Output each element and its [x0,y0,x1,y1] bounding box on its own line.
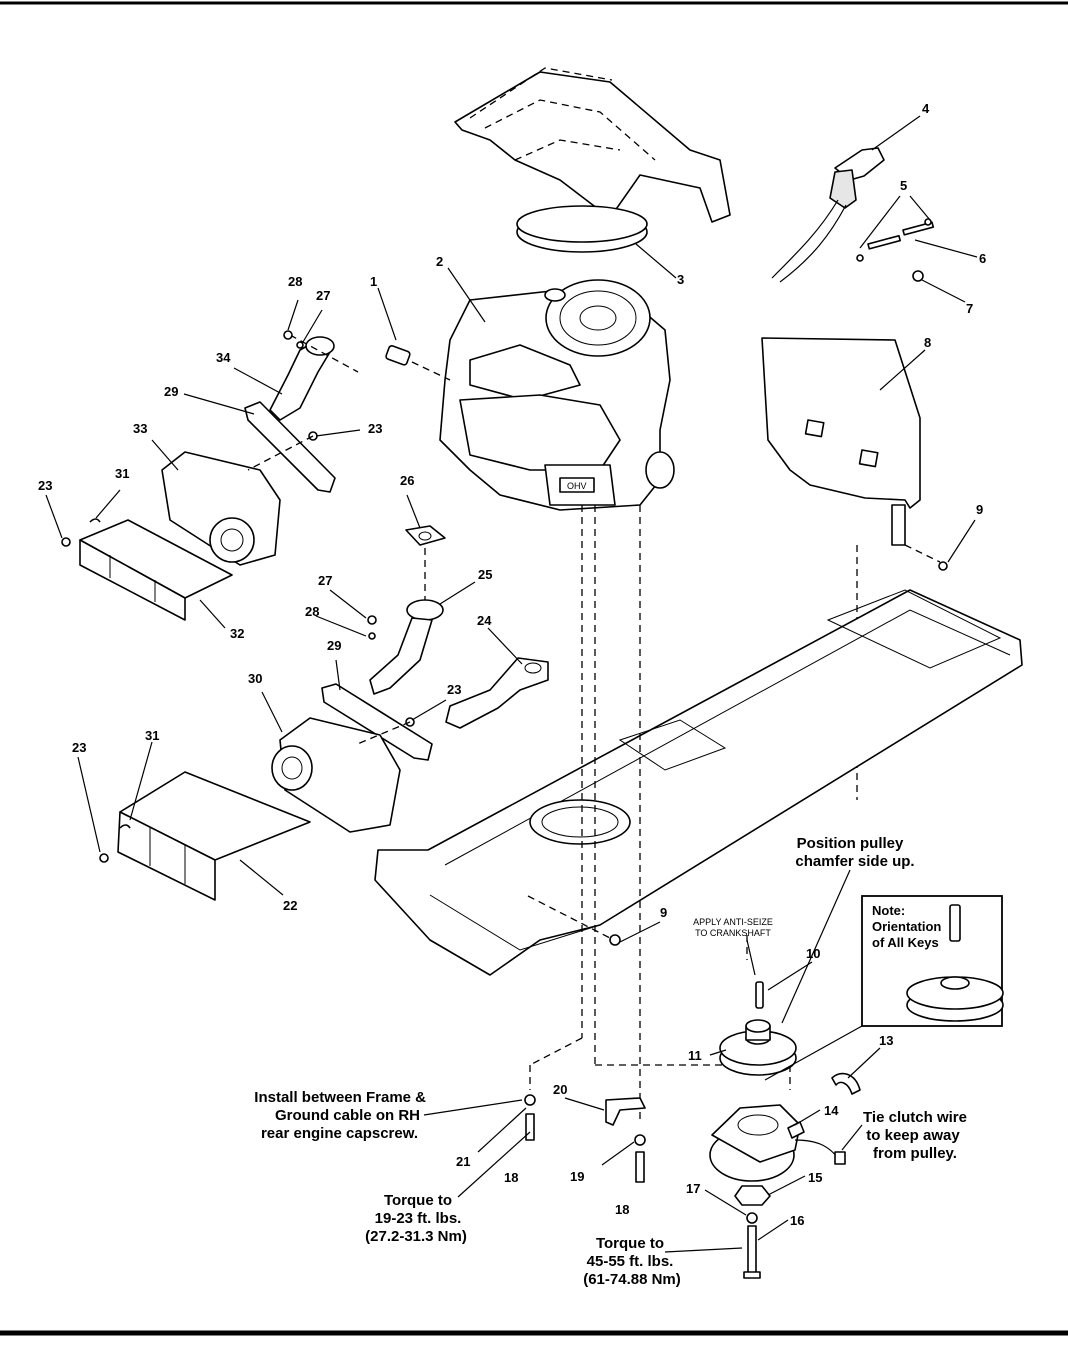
engine-badge: OHV [567,481,587,491]
clutch-note-line2: to keep away [866,1127,960,1144]
callout-numbers: 1 2 3 4 5 6 7 8 9 9 10 11 13 14 15 16 17… [38,101,986,1228]
engine-bolts [524,1094,646,1183]
engine-fitting [385,345,451,381]
torque-note-1: Torque to 19-23 ft. lbs. (27.2-31.3 Nm) [365,1192,467,1245]
callout-22: 22 [283,898,297,913]
callout-27-a: 27 [316,288,330,303]
lower-muffler [271,717,401,833]
install-note-line2: Ground cable on RH [275,1107,420,1124]
torque2-line2: 45-55 ft. lbs. [587,1253,674,1270]
clutch-note-line3: from pulley. [873,1145,957,1162]
callout-3: 3 [677,272,684,287]
callout-5: 5 [900,178,907,193]
install-note-line1: Install between Frame & [254,1089,426,1106]
antiseize-note: APPLY ANTI-SEIZE TO CRANKSHAFT [693,917,773,938]
torque1-line3: (27.2-31.3 Nm) [365,1228,467,1245]
torque-note-2: Torque to 45-55 ft. lbs. (61-74.88 Nm) [583,1235,681,1288]
callout-20: 20 [553,1082,567,1097]
torque2-line1: Torque to [596,1235,664,1252]
callout-6: 6 [979,251,986,266]
callout-18-right: 18 [615,1202,629,1217]
lower-exhaust-pipe-right [445,657,549,729]
torque1-line1: Torque to [384,1192,452,1209]
wire-clip [831,1072,861,1095]
callout-33: 33 [133,421,147,436]
engine-pulley [719,1019,797,1076]
air-screen-ring [516,205,648,253]
callout-25: 25 [478,567,492,582]
callout-24: 24 [477,613,492,628]
upper-bracket [244,401,336,493]
pulley-note-line2: chamfer side up. [795,853,914,870]
callout-27-b: 27 [318,573,332,588]
torque1-line2: 19-23 ft. lbs. [375,1210,462,1227]
callout-23-a: 23 [368,421,382,436]
callout-34: 34 [216,350,231,365]
callout-30: 30 [248,671,262,686]
antiseize-line1: APPLY ANTI-SEIZE [693,917,773,927]
callout-14: 14 [824,1103,839,1118]
callout-26: 26 [400,473,414,488]
callout-31-a: 31 [115,466,129,481]
callout-7: 7 [966,301,973,316]
pulley-note-line1: Position pulley [797,835,904,852]
key-orientation-box [764,895,1004,1081]
install-note-line3: rear engine capscrew. [261,1125,418,1142]
pulley-note: Position pulley chamfer side up. [795,835,914,870]
callout-13: 13 [879,1033,893,1048]
throttle-pins [856,218,935,282]
key-note-line3: of All Keys [872,935,939,950]
callout-23-c: 23 [447,682,461,697]
callout-9-upper: 9 [976,502,983,517]
lower-exhaust-pipe-left [369,599,444,695]
callout-9-lower: 9 [660,905,667,920]
upper-heat-shield [79,519,233,621]
install-note: Install between Frame & Ground cable on … [254,1089,426,1142]
crankshaft-key [755,981,764,1009]
upper-muffler [161,451,281,566]
engine: OHV [439,279,675,511]
pto-clutch [709,1104,846,1182]
throttle-control [771,147,885,283]
antiseize-line2: TO CRANKSHAFT [695,928,771,938]
clutch-hardware [734,1185,771,1279]
clutch-note-line1: Tie clutch wire [863,1109,967,1126]
gasket [405,525,446,600]
leader-lines [45,115,978,1253]
callout-28-a: 28 [288,274,302,289]
torque2-line3: (61-74.88 Nm) [583,1271,681,1288]
lower-fasteners [99,615,415,863]
callout-4: 4 [922,101,930,116]
key-note-line1: Note: [872,903,905,918]
callout-17: 17 [686,1181,700,1196]
callout-18-left: 18 [504,1170,518,1185]
callout-28-b: 28 [305,604,319,619]
callout-1: 1 [370,274,377,289]
callout-21: 21 [456,1154,470,1169]
clutch-note: Tie clutch wire to keep away from pulley… [863,1109,967,1162]
key-note: Note: Orientation of All Keys [872,903,941,950]
engine-shroud [454,67,731,223]
lower-heat-shield [117,771,311,901]
callout-23-b: 23 [38,478,52,493]
callout-19: 19 [570,1169,584,1184]
callout-15: 15 [808,1170,822,1185]
tractor-frame [374,589,1023,976]
callout-11: 11 [688,1048,702,1063]
upper-fasteners [61,330,318,547]
callout-16: 16 [790,1213,804,1228]
callout-8: 8 [924,335,931,350]
callout-23-d: 23 [72,740,86,755]
rear-panel [761,337,948,800]
callout-29-b: 29 [327,638,341,653]
lower-bracket [321,683,433,761]
callout-32: 32 [230,626,244,641]
upper-exhaust-pipe [269,334,359,421]
callout-2: 2 [436,254,443,269]
callout-29-a: 29 [164,384,178,399]
key-note-line2: Orientation [872,919,941,934]
callout-31-b: 31 [145,728,159,743]
callout-10: 10 [806,946,820,961]
